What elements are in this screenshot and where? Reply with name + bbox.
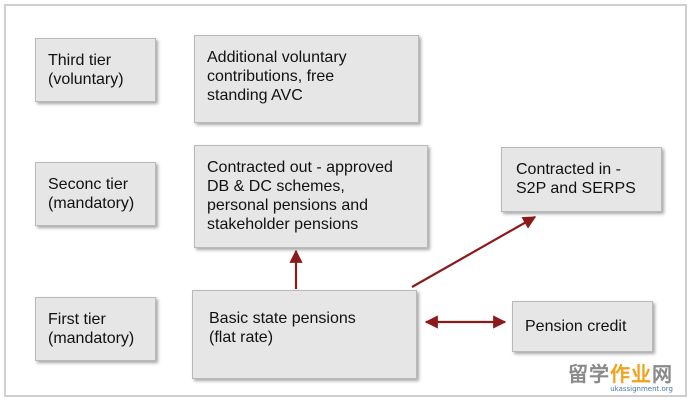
watermark-accent: 作业	[610, 362, 652, 386]
tier-second-box: Seconc tier (mandatory)	[35, 162, 156, 226]
avc-box: Additional voluntary contributions, free…	[194, 35, 419, 123]
watermark-right: 网	[652, 362, 673, 386]
contracted-in-box: Contracted in - S2P and SERPS	[501, 147, 662, 212]
contracted-out-box: Contracted out - approved DB & DC scheme…	[194, 145, 428, 248]
watermark-logo: 留学作业网 ukassignment.org	[568, 358, 673, 393]
tier-first-box: First tier (mandatory)	[35, 297, 156, 361]
tier-third-box: Third tier (voluntary)	[35, 38, 156, 102]
basic-state-box: Basic state pensions (flat rate)	[192, 290, 417, 379]
arrow-basic-to-contracted-in	[411, 216, 537, 288]
pension-credit-box: Pension credit	[512, 301, 653, 352]
watermark-url: ukassignment.org	[610, 385, 673, 393]
watermark-left: 留学	[568, 362, 610, 386]
